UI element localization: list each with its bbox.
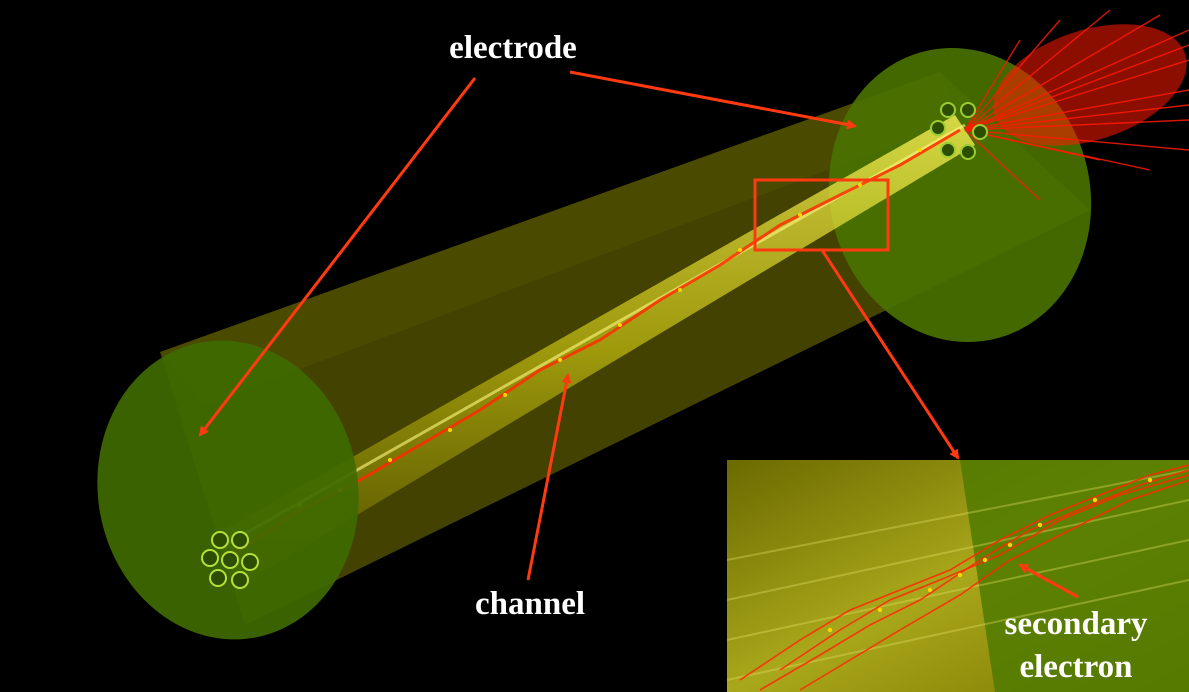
zoom-arrow: [820, 249, 960, 460]
zoom-inset-panel: [727, 460, 1189, 692]
electron-spray-cloud: [993, 24, 1187, 146]
electrode-disk-near: [97, 340, 359, 640]
channel-label: channel: [475, 586, 585, 622]
electrode-arrow-right: [569, 70, 857, 130]
secondary-electron-label-line1: secondary: [1005, 606, 1148, 642]
channel-openings-near: [201, 531, 259, 589]
zoom-region-box: [753, 178, 890, 252]
secondary-electron-label-line2: electron: [1019, 649, 1132, 685]
channel-tube: [215, 115, 975, 585]
electrode-label: electrode: [449, 30, 577, 66]
electrode-arrow-left: [198, 77, 477, 437]
electron-track: [224, 128, 961, 562]
channel-openings-far: [930, 102, 988, 160]
channel-arrow: [526, 373, 572, 581]
cylinder-shade-upper: [160, 72, 960, 405]
secondary-electron-arrow: [1018, 563, 1079, 599]
